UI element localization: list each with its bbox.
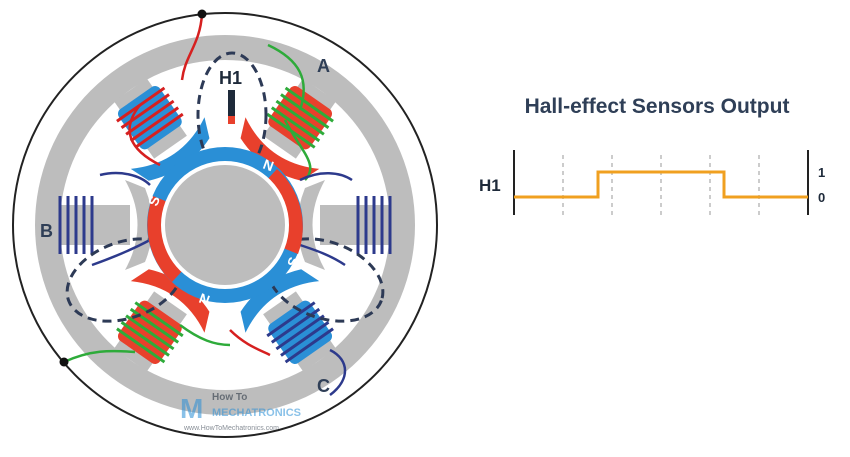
terminal-dot-bottom	[59, 357, 69, 367]
lead-green-bottom	[63, 349, 136, 364]
hall-sensor-body	[228, 90, 235, 116]
y-tick-1: 1	[818, 165, 825, 180]
coil-label-b: B	[40, 221, 53, 241]
watermark-logo: M How To MECHATRONICS www.HowToMechatron…	[180, 392, 301, 432]
lead-green-c	[179, 323, 231, 347]
coil-a	[266, 86, 334, 150]
lead-red	[180, 13, 204, 81]
hall-output-chart: Hall-effect Sensors Output H1 1 0	[479, 95, 825, 215]
series-label-h1: H1	[479, 176, 501, 195]
coil-label-c: C	[317, 376, 330, 396]
chart-gridlines	[562, 155, 760, 215]
winding-leads	[63, 13, 353, 396]
lead-navy-b2	[91, 238, 151, 267]
h1-series-line	[514, 170, 808, 199]
lead-navy-b3	[299, 172, 353, 182]
motor-assembly: N N S S H1 A B C M How To MECHATRONICS w…	[12, 9, 438, 438]
logo-line1: How To	[212, 392, 247, 403]
terminal-dot-top	[197, 9, 207, 19]
logo-mark: M	[180, 393, 203, 424]
logo-line2: MECHATRONICS	[212, 407, 301, 419]
chart-title: Hall-effect Sensors Output	[525, 95, 790, 118]
lead-red-a	[128, 104, 161, 167]
coil-label-a: A	[317, 56, 330, 76]
y-tick-0: 0	[818, 190, 825, 205]
coil-c	[266, 300, 334, 364]
sensor-label-h1: H1	[219, 68, 242, 88]
coil-b-prime	[355, 196, 395, 254]
coil-b	[55, 196, 95, 254]
logo-url: www.HowToMechatronics.com	[183, 425, 279, 432]
lead-navy-b1	[99, 171, 151, 186]
lead-red-c	[229, 329, 271, 357]
outer-ring	[12, 12, 438, 438]
lead-navy-c	[329, 348, 347, 396]
coil-a-prime	[116, 86, 184, 150]
lead-navy-b4	[299, 243, 346, 267]
lead-green-top	[267, 43, 305, 111]
hall-sensor-tip	[228, 116, 235, 124]
rotor: N N S S	[145, 147, 303, 308]
